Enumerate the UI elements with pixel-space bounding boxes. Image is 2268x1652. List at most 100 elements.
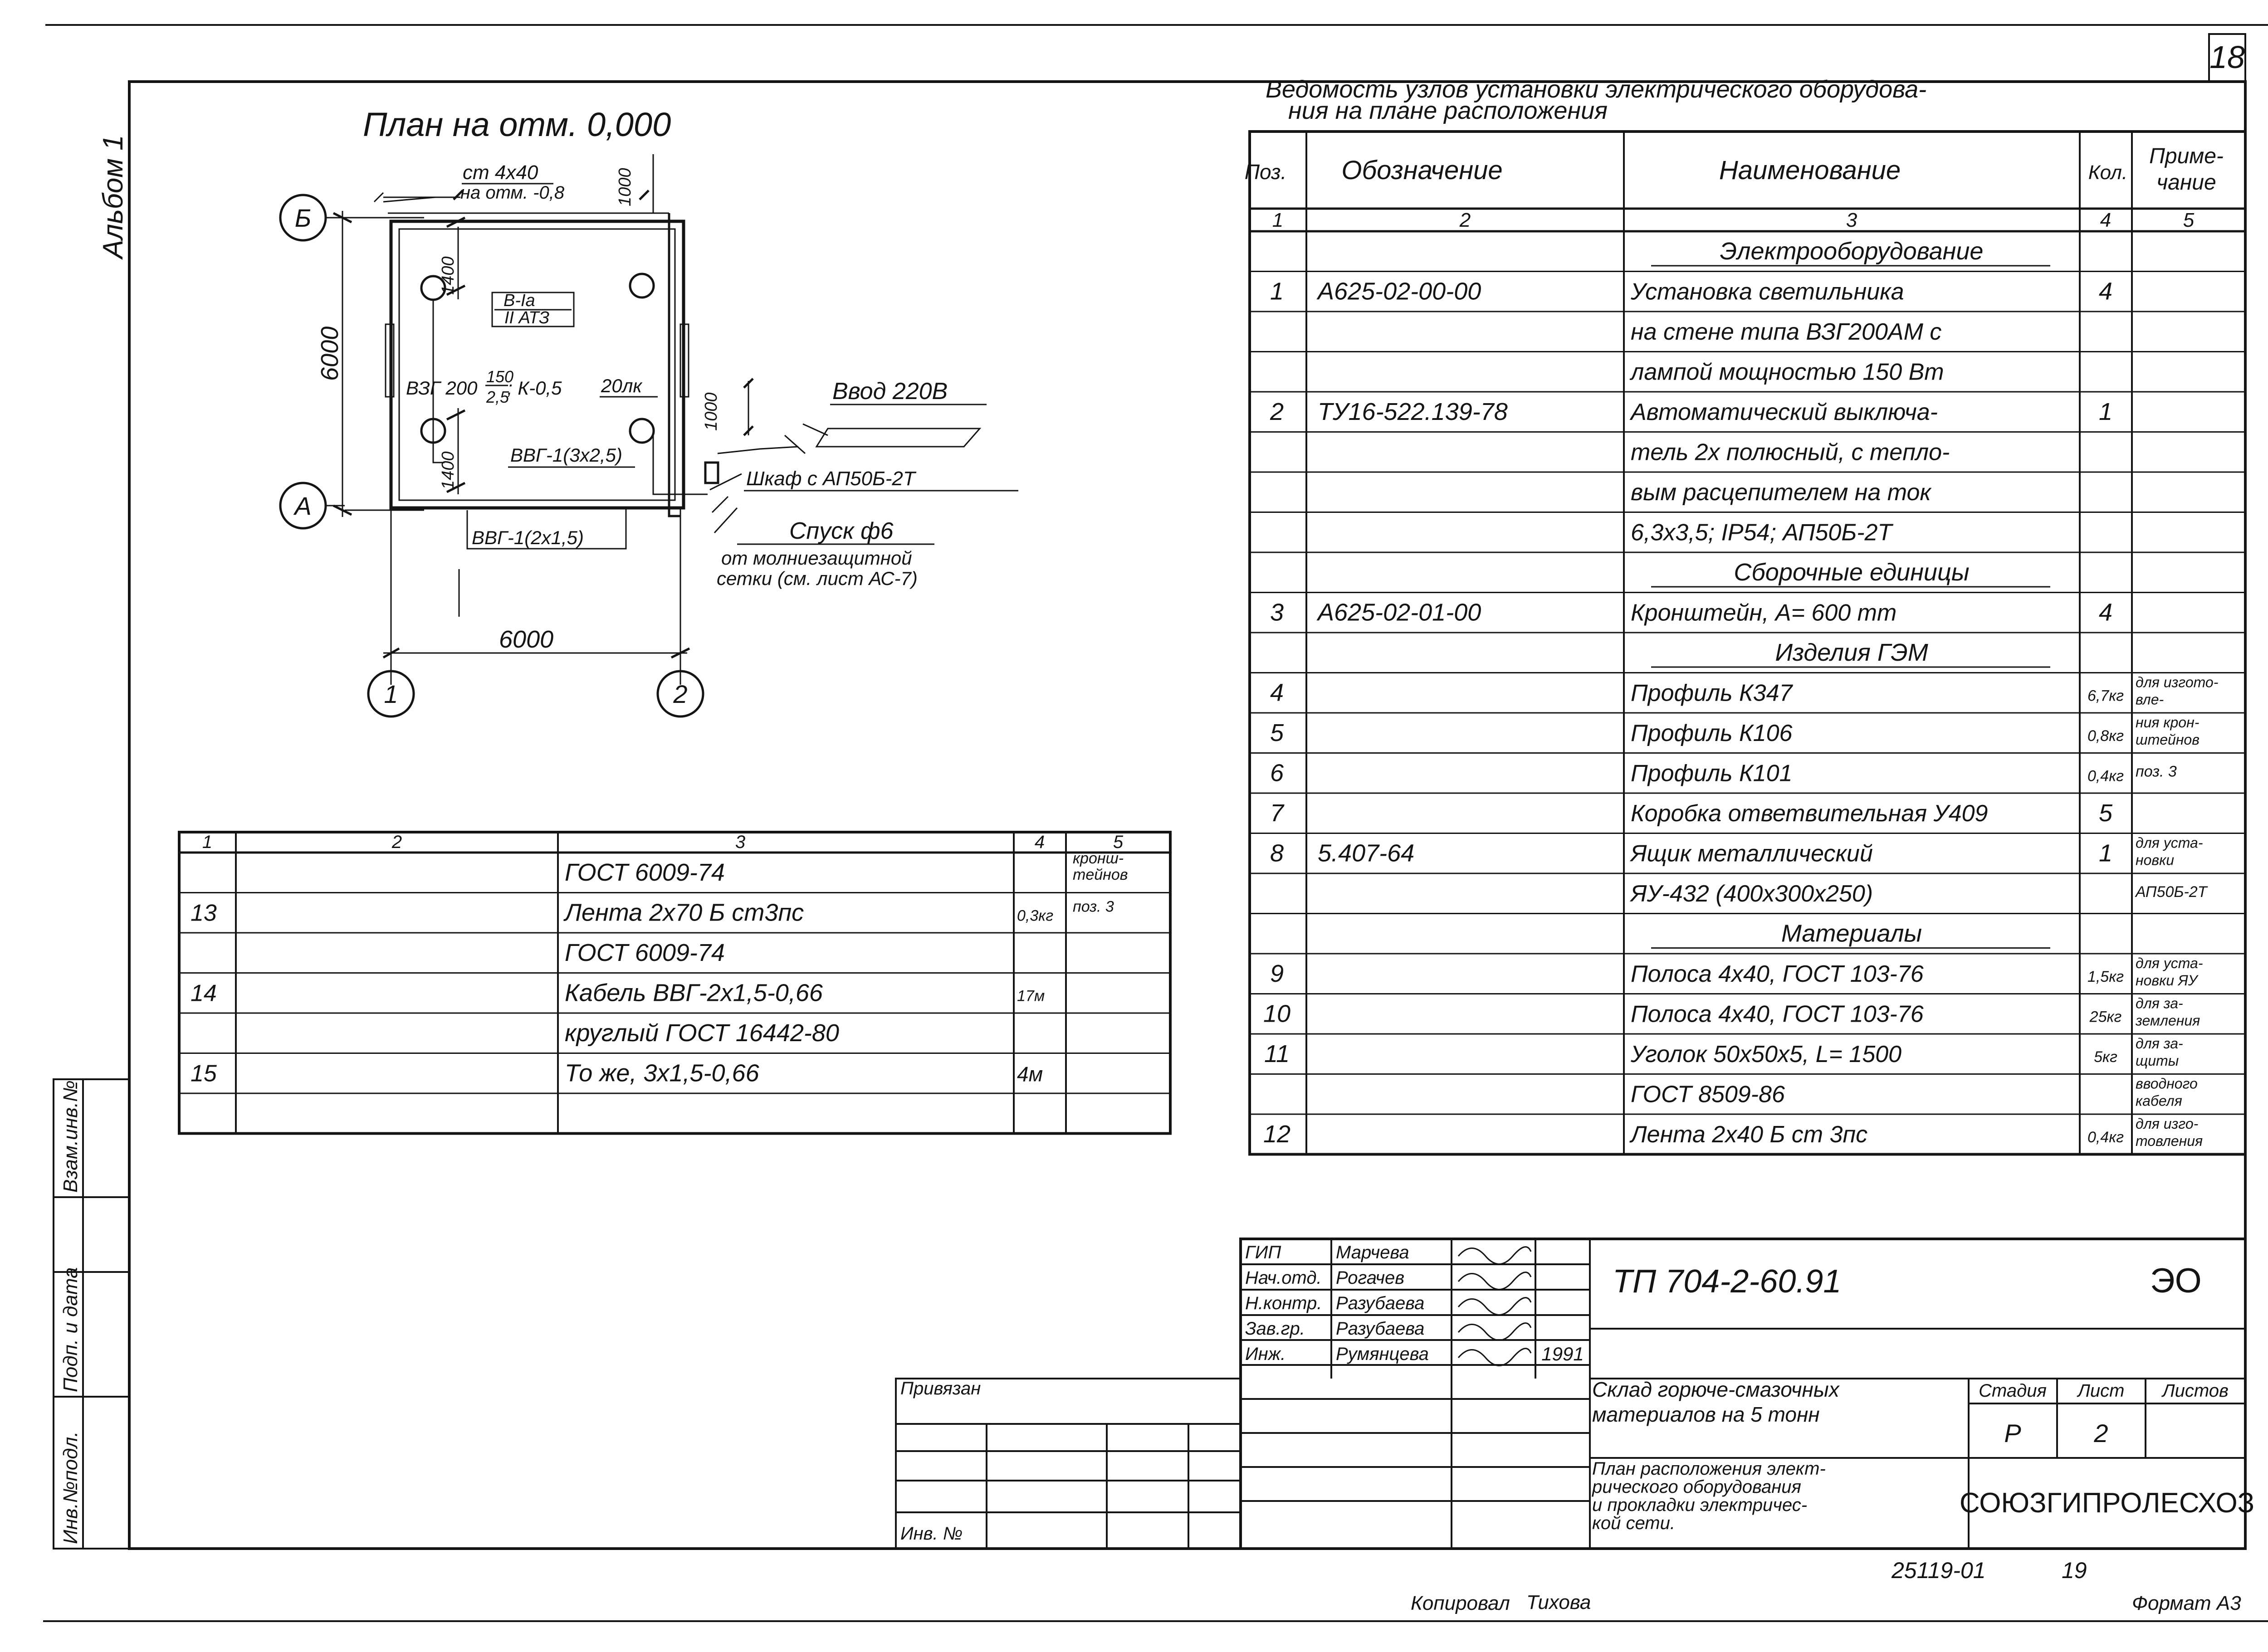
spec-title-line-1: Ведомость узлов установки электрического…: [1266, 76, 1926, 103]
spec-row-name: 6,3х3,5; IP54; АП50Б-2Т: [1631, 520, 1893, 546]
archive-page: 19: [2062, 1558, 2087, 1583]
spec-row-qty: 0,4кг: [2087, 1129, 2124, 1146]
spec-row-pos: 12: [1263, 1121, 1290, 1148]
cont-row: ГОСТ 6009-74: [565, 939, 725, 966]
stage-label: Стадия: [1979, 1381, 2047, 1401]
stamp-sign-date: Подп. и дата: [59, 1267, 82, 1392]
signature-scribble: [1457, 1246, 1532, 1265]
spec-row-name: Автоматический выключа-: [1629, 399, 1938, 425]
cont-table-grid: [178, 831, 1172, 1135]
spec-row-name: Лента 2х40 Б ст 3пс: [1629, 1121, 1867, 1148]
spec-row-note: АП50Б-2Т: [2135, 883, 2208, 901]
spec-row-qty: 0,4кг: [2087, 768, 2124, 785]
spec-header-designation: Обозначение: [1341, 156, 1502, 185]
signer-name: Разубаева: [1336, 1293, 1424, 1313]
spec-row-section: Сборочные единицы: [1734, 559, 1969, 586]
sheet-label: Лист: [2077, 1381, 2125, 1401]
spec-headers: Поз. Обозначение Наименование Кол. Приме…: [1245, 144, 2224, 195]
cont-row-name: Лента 2х70 Б ст3пс: [563, 899, 804, 926]
copied-by-label: Копировал: [1411, 1592, 1510, 1614]
spec-row-name: Уголок 50х50х5, L= 1500: [1630, 1041, 1901, 1067]
archive-number: 25119-01: [1891, 1558, 1986, 1583]
spec-row-name: Полоса 4х40, ГОСТ 103-76: [1631, 1001, 1924, 1028]
cont-row-pos: 13: [191, 900, 217, 926]
dim-1400-top: 1400: [439, 256, 458, 295]
sheets-label: Листов: [2161, 1381, 2229, 1401]
album-label: Альбом 1: [98, 135, 129, 261]
cont-row-pos: 14: [191, 980, 217, 1007]
spec-title-line-2: ния на плане расположения: [1288, 97, 1608, 124]
dim-vertical-6000: 6000: [316, 327, 343, 381]
spec-row-qty: 1: [2099, 398, 2112, 425]
spec-row-note: ния крон-: [2136, 714, 2199, 731]
cont-row-pos: 15: [191, 1061, 217, 1087]
spec-col-num-3: 3: [1846, 209, 1857, 231]
object-line-2: материалов на 5 тонн: [1592, 1403, 1820, 1426]
spec-row-pos: 10: [1263, 1000, 1290, 1028]
signer-name: Рогачев: [1336, 1268, 1404, 1288]
spec-row-note-2: вле-: [2136, 692, 2164, 708]
spec-header-name: Наименование: [1719, 156, 1901, 185]
lamp-k-label: ; К-0,5: [507, 377, 562, 399]
room-class-1: В-Iа: [503, 291, 535, 310]
spec-table-grid: [1248, 130, 2247, 1156]
year-label: 1991: [1541, 1343, 1584, 1364]
spec-header-note-2: чание: [2156, 171, 2216, 195]
spec-row-note-2: штейнов: [2136, 731, 2200, 748]
plan-drawing: [279, 154, 982, 718]
dim-horizontal-6000: 6000: [499, 626, 553, 653]
grounding-strip-label: ст 4х40: [463, 161, 538, 184]
spec-row: вым расцепителем на ток: [1631, 479, 1932, 506]
cont-row-name: То же, 3х1,5-0,66: [565, 1060, 760, 1087]
spec-row: тель 2х полюсный, с тепло-: [1631, 439, 1950, 466]
format-label: Формат А3: [2132, 1592, 2241, 1614]
spec-row-pos: 8: [1270, 840, 1284, 867]
signer-name: Разубаева: [1336, 1319, 1424, 1339]
signer-name: Марчева: [1336, 1243, 1409, 1262]
cable-inside-label: ВВГ-1(3х2,5): [510, 444, 622, 466]
spec-row-pos: 1: [1270, 278, 1284, 305]
doc-code: ТП 704-2-60.91: [1613, 1263, 1841, 1300]
lamp-fraction-den: 2,5: [486, 388, 509, 406]
signer-name: Румянцева: [1336, 1344, 1429, 1364]
spec-row-qty: 5кг: [2094, 1048, 2117, 1066]
object-line-1: Склад горюче-смазочных: [1592, 1378, 1840, 1401]
spec-row-qty: 6,7кг: [2087, 687, 2124, 705]
stage-value: Р: [2004, 1419, 2021, 1447]
room-class-2: II АТЗ: [504, 308, 549, 327]
spec-row-name: лампой мощностью 150 Вт: [1629, 359, 1944, 385]
sheet-title-4: кой сети.: [1592, 1513, 1675, 1533]
signer-row: Нач.отд. Рогачев: [1245, 1268, 1532, 1290]
spec-row-note-2: новки ЯУ: [2136, 972, 2199, 989]
organization: СОЮЗГИПРОЛЕСХОЗ: [1960, 1487, 2254, 1519]
spec-title: Ведомость узлов установки электрического…: [1266, 76, 1926, 124]
cont-row-name: ГОСТ 6009-74: [565, 859, 725, 886]
plan-texts: План на отм. 0,000 ст 4х40 на отм. -0,8 …: [293, 106, 1018, 708]
lux-label: 20лк: [601, 375, 643, 396]
spec-row-pos: 6: [1270, 760, 1284, 787]
spec-row-qty: 25кг: [2089, 1009, 2122, 1026]
sheet-title-2: рического оборудования: [1592, 1477, 1801, 1497]
plan-title: План на отм. 0,000: [363, 106, 671, 143]
cont-col-num-1: 1: [202, 832, 212, 852]
signer-role: Нач.отд.: [1245, 1268, 1322, 1288]
spec-row-section: Материалы: [1781, 920, 1922, 947]
spec-row-qty: 5: [2099, 799, 2113, 827]
spec-row-note-2: кабеля: [2136, 1093, 2182, 1109]
mark-code: ЭО: [2150, 1262, 2202, 1300]
signer-row: Н.контр.Разубаева: [1245, 1293, 1532, 1316]
signer-role: Зав.гр.: [1245, 1319, 1305, 1339]
